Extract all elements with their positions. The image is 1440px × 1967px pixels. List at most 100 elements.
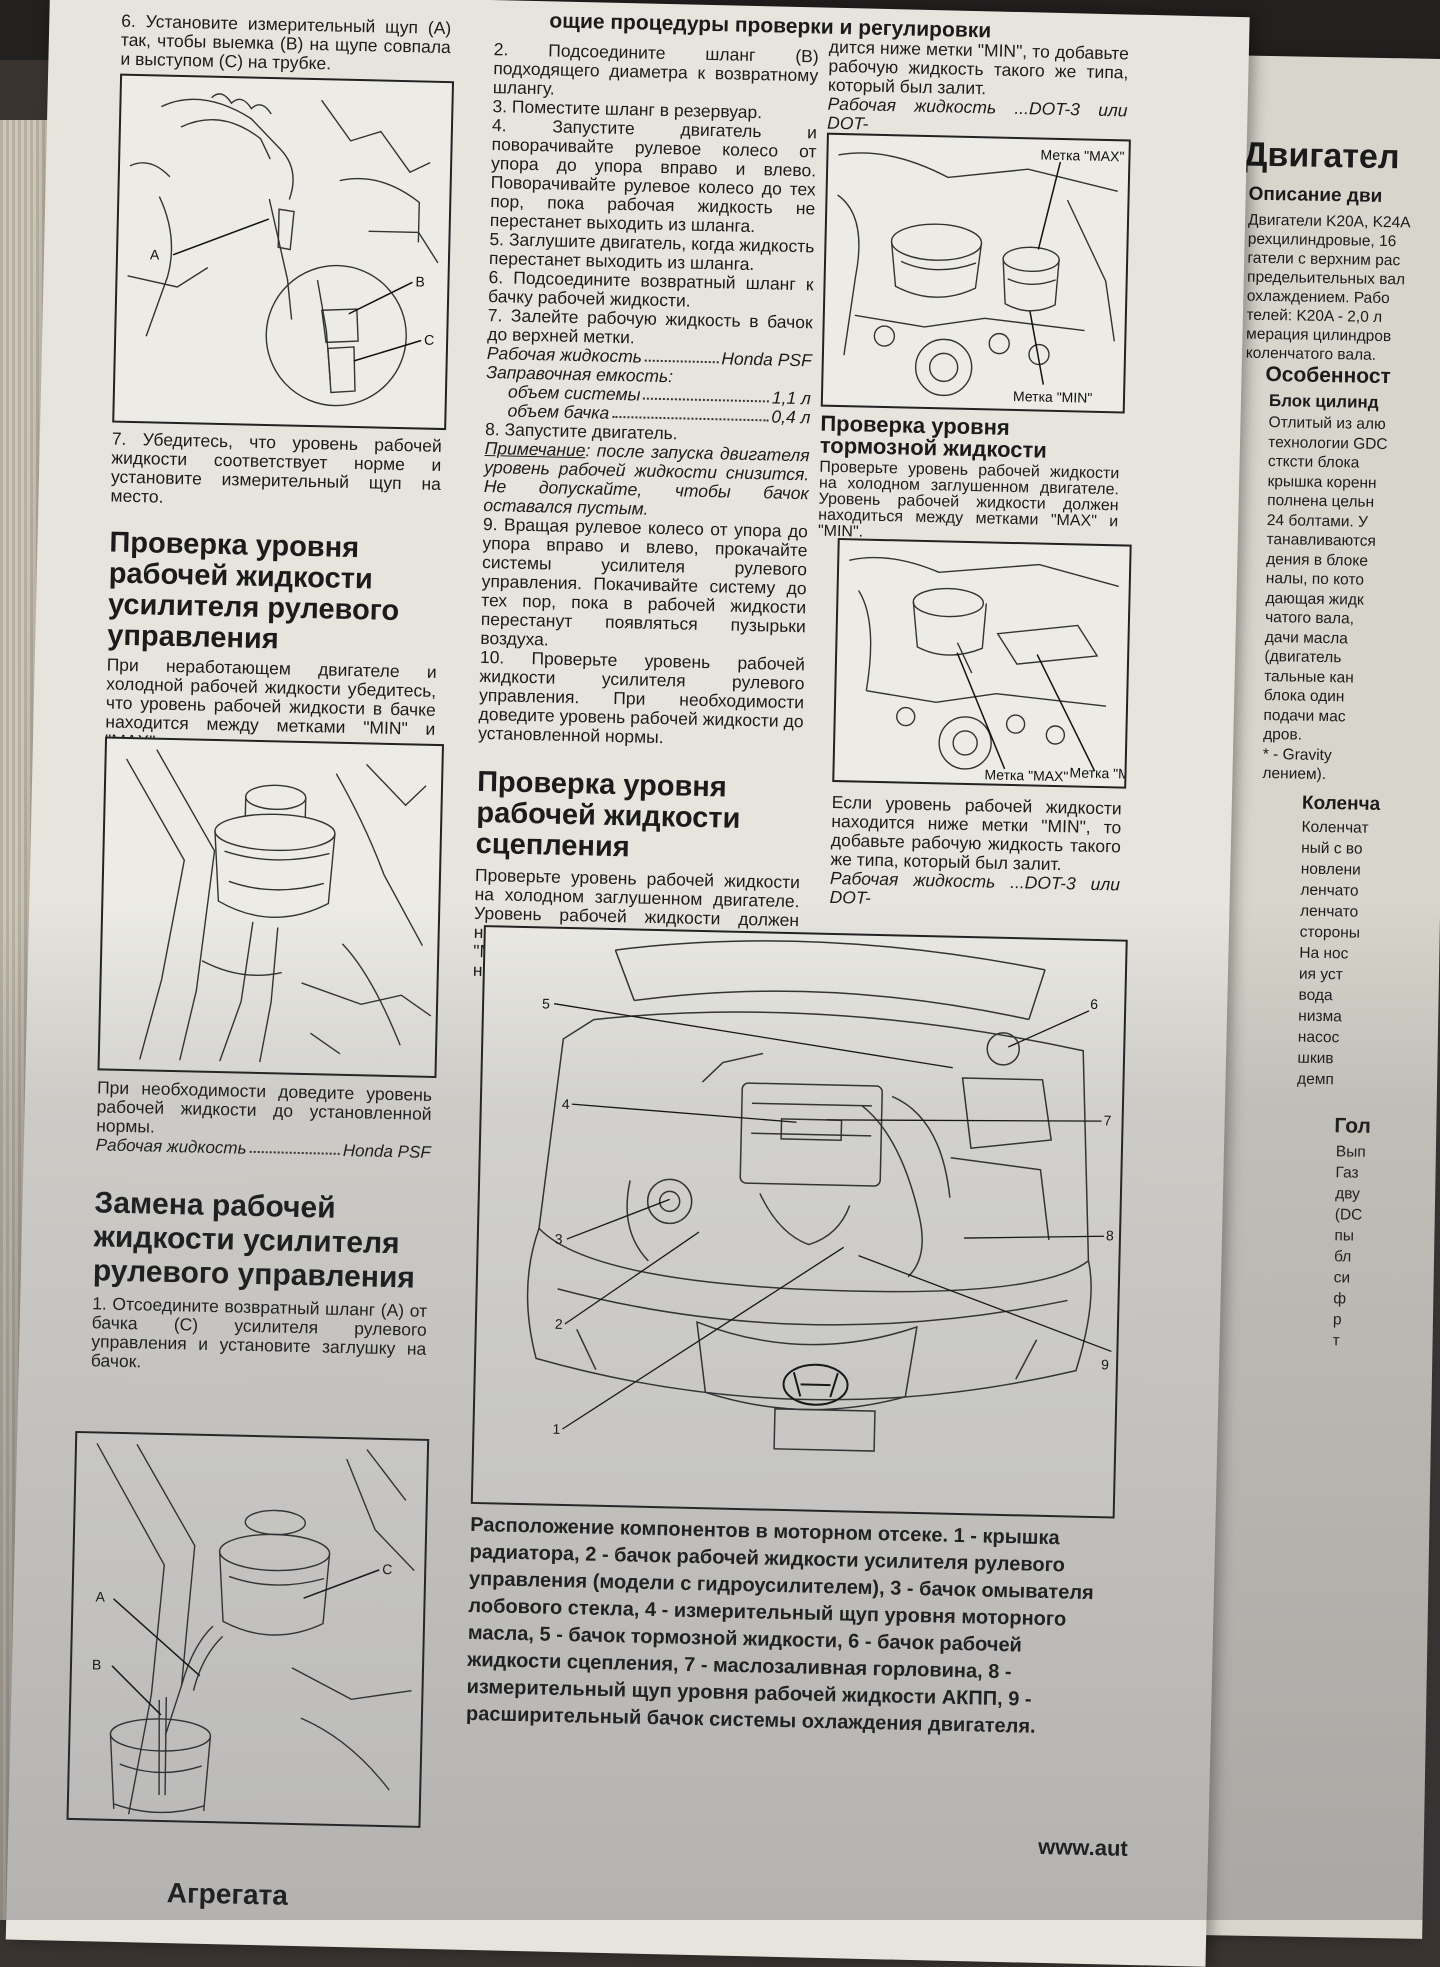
step-9-text: 9. Вращая рулевое колесо от упора до упо… — [480, 513, 809, 650]
max-mark-label: Метка "MAX" — [984, 766, 1068, 784]
right-page-line: крышка коренн — [1267, 472, 1377, 492]
brake-reservoir-figure: Метка "MAX" Метка "MIN" — [832, 538, 1132, 789]
right-page-line: налы, по кото — [1265, 569, 1365, 589]
right-page-line: (двигатель — [1264, 647, 1342, 667]
right-page-line: предельительных вал — [1246, 268, 1406, 289]
psf-fluid-label: Рабочая жидкость — [95, 1135, 247, 1158]
right-page-line: Двигатели K20A, K24A — [1247, 211, 1411, 232]
psf-reservoir-illustration — [125, 749, 432, 1063]
right-page-line: дения в блоке — [1266, 550, 1369, 570]
right-page-line: блока один — [1263, 686, 1345, 706]
dipstick-figure: A B C — [112, 73, 455, 431]
clutch-reservoir-figure: Метка "MAX" Метка "MIN" — [820, 132, 1131, 414]
manual-page: ощие процедуры проверки и регулировки 6.… — [5, 0, 1250, 1967]
psf-replace-steps: 2. Подсоедините шланг (В) подходящего ди… — [487, 39, 819, 351]
right-page-line: коленчатого вала. — [1245, 344, 1377, 364]
replace-psf-heading: Замена рабочей жидкости усилителя рулево… — [92, 1186, 416, 1295]
right-page-line: гатели с верхним рас — [1247, 249, 1401, 270]
right-page-line: ленчато — [1299, 902, 1359, 921]
right-page-line: ленчато — [1300, 881, 1359, 900]
engine-bay-figure: 1 2 3 4 5 6 7 8 9 — [470, 925, 1128, 1519]
brake-check-text: Проверьте уровень рабочей жидкости на хо… — [817, 458, 1120, 541]
label-b: B — [92, 1656, 102, 1672]
max-mark-label: Метка "MAX" — [1040, 147, 1124, 165]
right-page-line: шкив — [1297, 1049, 1334, 1068]
right-page-line: * - Gravity — [1262, 745, 1332, 764]
psf-check-heading: Проверка уровня рабочей жидкости усилите… — [107, 526, 400, 656]
right-page-line: чатого вала, — [1265, 608, 1355, 628]
psf-adjust-text: При необходимости доведите уровень рабоч… — [96, 1077, 433, 1137]
clutch-reservoir-illustration: Метка "MAX" Метка "MIN" — [837, 147, 1125, 406]
website-link[interactable]: www.aut — [1037, 1833, 1129, 1861]
number-4: 4 — [562, 1096, 570, 1112]
right-page-line: вода — [1298, 986, 1333, 1005]
min-mark-label: Метка "MIN" — [1013, 388, 1093, 406]
clutch-check-heading: Проверка уровня рабочей жидкости сцеплен… — [475, 765, 741, 864]
number-5: 5 — [542, 995, 550, 1011]
right-page-line: подачи мас — [1263, 706, 1346, 725]
right-page-line: т — [1332, 1332, 1340, 1350]
right-page-line: Вып — [1335, 1143, 1366, 1161]
number-7: 7 — [1103, 1112, 1111, 1128]
right-page-line: дров. — [1263, 725, 1303, 744]
right-page-line: тальные кан — [1264, 667, 1354, 687]
right-page-line: (DC — [1334, 1206, 1363, 1224]
right-page-line: Газ — [1335, 1164, 1359, 1182]
right-page-line: дачи масла — [1264, 628, 1349, 647]
brake-refill-text: Если уровень рабочей жидкости находится … — [830, 791, 1122, 875]
right-page-line: Отлитый из алю — [1268, 413, 1386, 434]
replace-step-1-text: 1. Отсоедините возвратный шланг (А) от б… — [90, 1293, 428, 1372]
brake-check-heading: Проверка уровня тормозной жидкости — [819, 410, 1048, 463]
number-8: 8 — [1106, 1227, 1114, 1243]
brake-reservoir-illustration: Метка "MAX" Метка "MIN" — [849, 556, 1130, 784]
col2-fluid-value: Honda PSF — [721, 348, 813, 371]
system-volume-value: 1,1 л — [771, 387, 812, 409]
right-page-line: полнена цельн — [1267, 491, 1375, 511]
right-page-subtitle-1: Описание дви — [1248, 183, 1383, 207]
right-page-line: р — [1332, 1311, 1342, 1329]
number-2: 2 — [555, 1316, 563, 1332]
procedure-step: 4. Запустите двигатель и поворачивайте р… — [489, 115, 818, 237]
right-page-title: Двигател — [1242, 135, 1400, 177]
hose-drain-illustration: A B C — [92, 1443, 415, 1815]
label-a: A — [150, 246, 160, 262]
label-c: C — [382, 1561, 392, 1577]
right-page-line: телей: K20A - 2,0 л — [1246, 306, 1383, 326]
step-10-text: 10. Проверьте уровень рабочей жидкости у… — [478, 646, 806, 748]
right-page-line: ный с во — [1301, 839, 1363, 858]
right-page-subtitle-3: Блок цилинд — [1268, 390, 1379, 412]
right-page-line: 24 болтами. У — [1266, 511, 1369, 531]
right-page-line: насос — [1297, 1028, 1340, 1047]
brake-refill-fluid: Рабочая жидкость ...DOT-3 или DOT- — [829, 867, 1121, 908]
number-6: 6 — [1090, 996, 1098, 1012]
step-6-text: 6. Установите измерительный щуп (А) так,… — [120, 10, 452, 74]
right-page-line: бл — [1333, 1248, 1352, 1266]
engine-bay-illustration: 1 2 3 4 5 6 7 8 9 — [526, 940, 1114, 1452]
right-page-line: охлаждением. Рабо — [1246, 287, 1390, 308]
right-page-line: танавливаются — [1266, 530, 1377, 550]
right-page-line: стксти блока — [1267, 452, 1360, 472]
right-page-line: рехцилиндровые, 16 — [1247, 230, 1397, 251]
number-1: 1 — [552, 1421, 560, 1437]
right-page-subtitle-4: Коленча — [1301, 792, 1381, 815]
right-page-subtitle-2: Особенност — [1265, 362, 1391, 389]
right-page-subtitle-5: Гол — [1334, 1114, 1372, 1138]
right-page-line: стороны — [1299, 923, 1361, 942]
right-page-line: лением). — [1262, 764, 1327, 784]
engine-bay-caption: Расположение компонентов в моторном отсе… — [465, 1513, 1094, 1738]
right-page-line: дающая жидк — [1265, 589, 1364, 609]
right-page-line: си — [1333, 1269, 1351, 1287]
right-page-line: демп — [1296, 1070, 1335, 1089]
right-page-line: На нос — [1299, 944, 1349, 963]
right-page-line: пы — [1334, 1227, 1355, 1245]
psf-reservoir-figure — [97, 736, 444, 1079]
label-c: C — [424, 332, 434, 348]
tank-volume-value: 0,4 л — [771, 406, 811, 428]
right-page-line: Коленчат — [1301, 818, 1369, 837]
right-page-line: ф — [1333, 1290, 1347, 1308]
label-a: A — [95, 1588, 105, 1604]
dipstick-illustration: A B C — [127, 93, 439, 407]
right-page-line: ия уст — [1298, 965, 1343, 984]
right-page-line: мерация цилиндров — [1245, 325, 1392, 346]
right-page-line: новлени — [1300, 860, 1361, 879]
